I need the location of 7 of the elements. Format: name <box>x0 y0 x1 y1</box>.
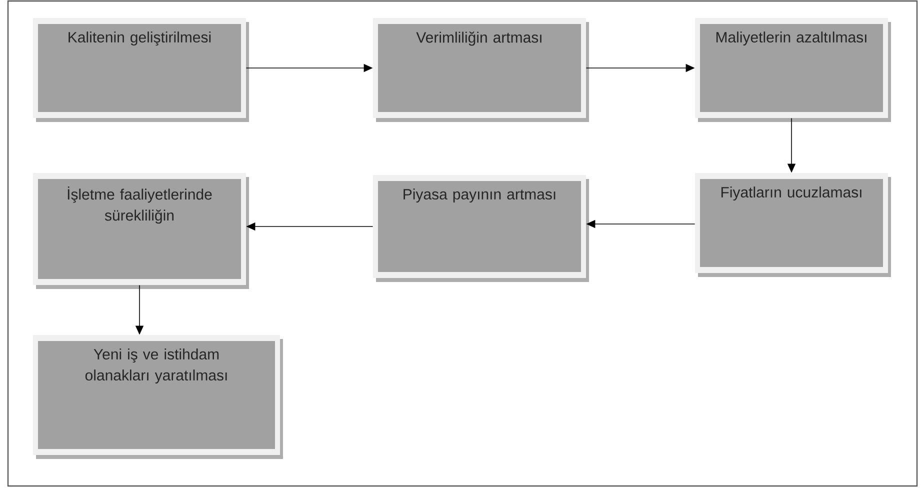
process-box: Verimliliğin artması <box>373 18 589 122</box>
process-box: Fiyatların ucuzlaması <box>695 173 891 277</box>
process-box: Kalitenin geliştirilmesi <box>33 18 249 122</box>
process-box: Piyasa payının artması <box>373 175 589 282</box>
process-box: Maliyetlerin azaltılması <box>695 18 891 122</box>
process-box: Yeni iş ve istihdam olanakları yaratılması <box>33 335 283 459</box>
process-box: İşletme faaliyetlerinde sürekliliğin <box>33 173 249 289</box>
